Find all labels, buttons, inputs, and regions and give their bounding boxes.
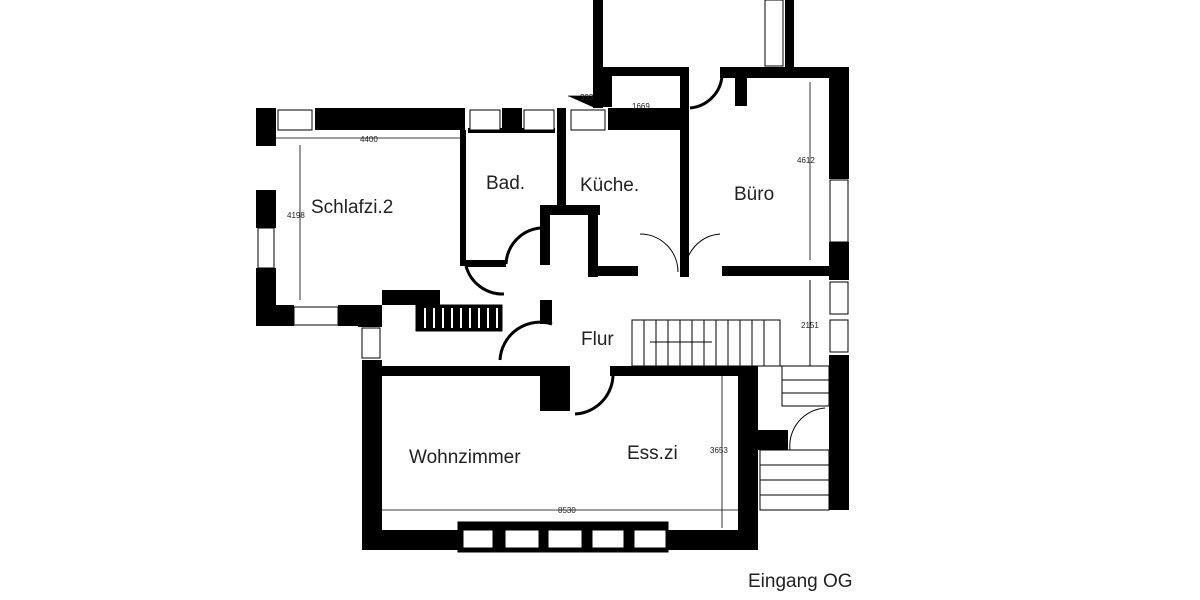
dimension-lines: [276, 82, 811, 528]
dim-schlafzi-width: 4400: [360, 135, 378, 144]
room-label-esszi: Ess.zi: [627, 443, 678, 464]
dim-wohn-width: 8530: [558, 506, 576, 515]
room-label-bad: Bad.: [486, 173, 525, 194]
dim-schlafzi-depth: 4198: [287, 211, 305, 220]
stairs: [415, 280, 830, 511]
room-label-flur: Flur: [581, 329, 614, 350]
dim-kueche-top: 1669: [632, 102, 650, 111]
dim-small-top: 393: [580, 93, 594, 102]
room-label-schlafzi: Schlafzi.2: [311, 197, 393, 218]
walls: [256, 0, 849, 550]
room-label-buero: Büro: [734, 184, 774, 205]
room-label-wohnzimmer: Wohnzimmer: [409, 447, 521, 468]
dim-buero-depth: 4612: [797, 156, 815, 165]
doors: [464, 75, 826, 451]
caption-eingang: Eingang OG: [748, 571, 853, 592]
room-label-kueche: Küche.: [580, 175, 639, 196]
dim-flur-depth: 2151: [801, 321, 819, 330]
windows: [257, 0, 849, 553]
dim-ess-depth: 3653: [710, 446, 728, 455]
